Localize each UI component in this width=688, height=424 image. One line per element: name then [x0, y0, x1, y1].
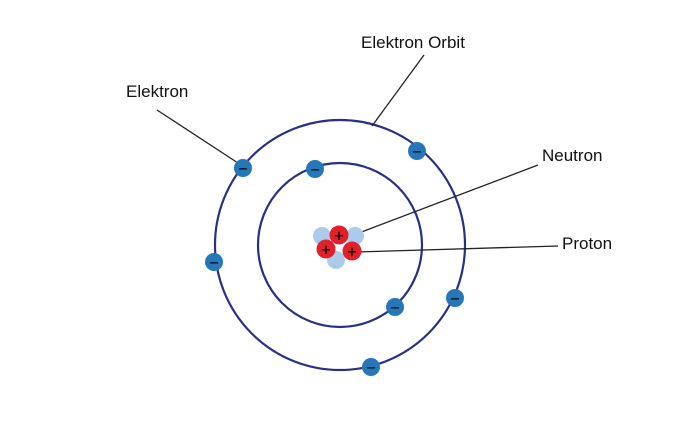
- electron: −: [362, 358, 380, 376]
- leader-line-electron: [156, 109, 239, 164]
- svg-text:−: −: [310, 163, 321, 178]
- electron: −: [408, 142, 426, 160]
- neutron: [346, 227, 364, 245]
- label-proton: Proton: [562, 234, 612, 253]
- electron: −: [306, 160, 324, 178]
- label-neutron: Neutron: [542, 146, 602, 165]
- svg-text:−: −: [238, 162, 249, 177]
- inner-orbit: [256, 161, 424, 329]
- svg-text:+: +: [321, 243, 332, 258]
- svg-text:+: +: [347, 245, 358, 260]
- svg-text:−: −: [366, 361, 377, 376]
- proton: +: [316, 239, 336, 259]
- proton: +: [342, 241, 362, 261]
- electron: −: [205, 253, 223, 271]
- leader-line-electron-orbit: [371, 54, 425, 127]
- label-electron-orbit: Elektron Orbit: [361, 33, 465, 52]
- svg-text:−: −: [412, 145, 423, 160]
- proton: +: [329, 225, 349, 245]
- leader-line-neutron: [350, 164, 539, 237]
- electron: −: [446, 289, 464, 307]
- leader-line-proton: [355, 245, 559, 253]
- electron: −: [386, 298, 404, 316]
- outer-orbit: [213, 118, 467, 372]
- svg-text:−: −: [390, 301, 401, 316]
- electron: −: [234, 159, 252, 177]
- label-electron: Elektron: [126, 82, 188, 101]
- svg-text:−: −: [450, 292, 461, 307]
- svg-text:+: +: [334, 229, 345, 244]
- svg-text:−: −: [209, 256, 220, 271]
- nucleus: + + +: [313, 225, 364, 269]
